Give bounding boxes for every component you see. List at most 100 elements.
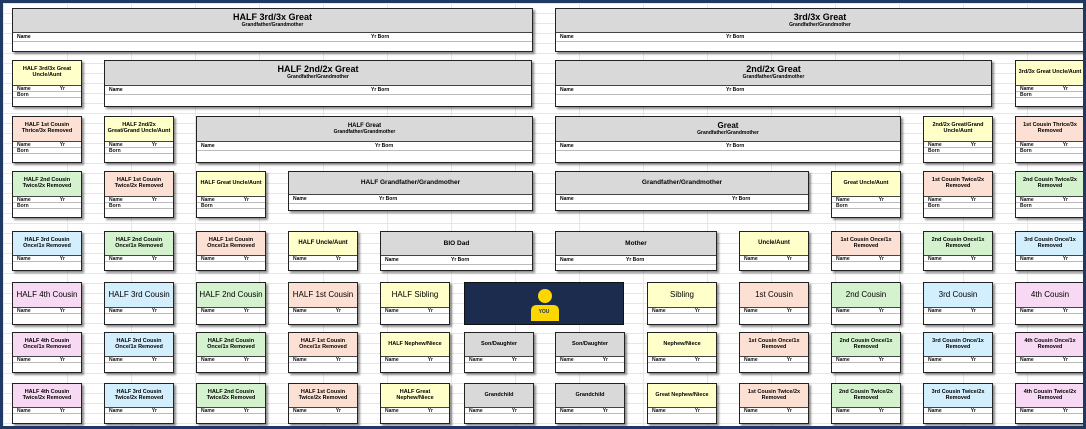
field-row[interactable] [740,414,808,420]
field-row[interactable] [740,363,808,369]
field-row[interactable] [556,42,1083,50]
box-2x-great[interactable]: 2nd/2x Great Grandfather/Grandmother Nam… [555,60,992,107]
field-row[interactable] [381,414,449,420]
field-row[interactable] [13,262,81,268]
field-row[interactable] [556,265,716,270]
field-row[interactable] [105,414,173,420]
field-row[interactable] [465,414,533,420]
born-field[interactable]: Born [1016,148,1083,154]
field-row[interactable] [197,209,265,215]
field-row[interactable] [556,414,624,420]
you-box[interactable]: YOU [464,282,624,325]
field-row[interactable] [1016,414,1083,420]
field-row[interactable] [13,154,81,160]
field-row[interactable] [924,314,992,320]
field-row[interactable] [13,42,532,50]
field-row[interactable] [924,209,992,215]
born-field[interactable]: Born [1016,92,1083,98]
field-row[interactable] [924,262,992,268]
field-row[interactable] [1016,262,1083,268]
field-row[interactable] [105,95,531,103]
born-field[interactable]: Born [13,92,81,98]
box-half-2x-great[interactable]: HALF 2nd/2x Great Grandfather/Grandmothe… [104,60,532,107]
field-row[interactable] [197,314,265,320]
field-row[interactable] [289,204,532,210]
field-row[interactable] [105,314,173,320]
field-row[interactable] [924,363,992,369]
field-row[interactable] [13,414,81,420]
field-row[interactable] [832,314,900,320]
field-row[interactable] [924,414,992,420]
field-row[interactable] [13,209,81,215]
field-row[interactable] [289,363,357,369]
box-half-3x-great[interactable]: HALF 3rd/3x Great Grandfather/Grandmothe… [12,8,533,52]
